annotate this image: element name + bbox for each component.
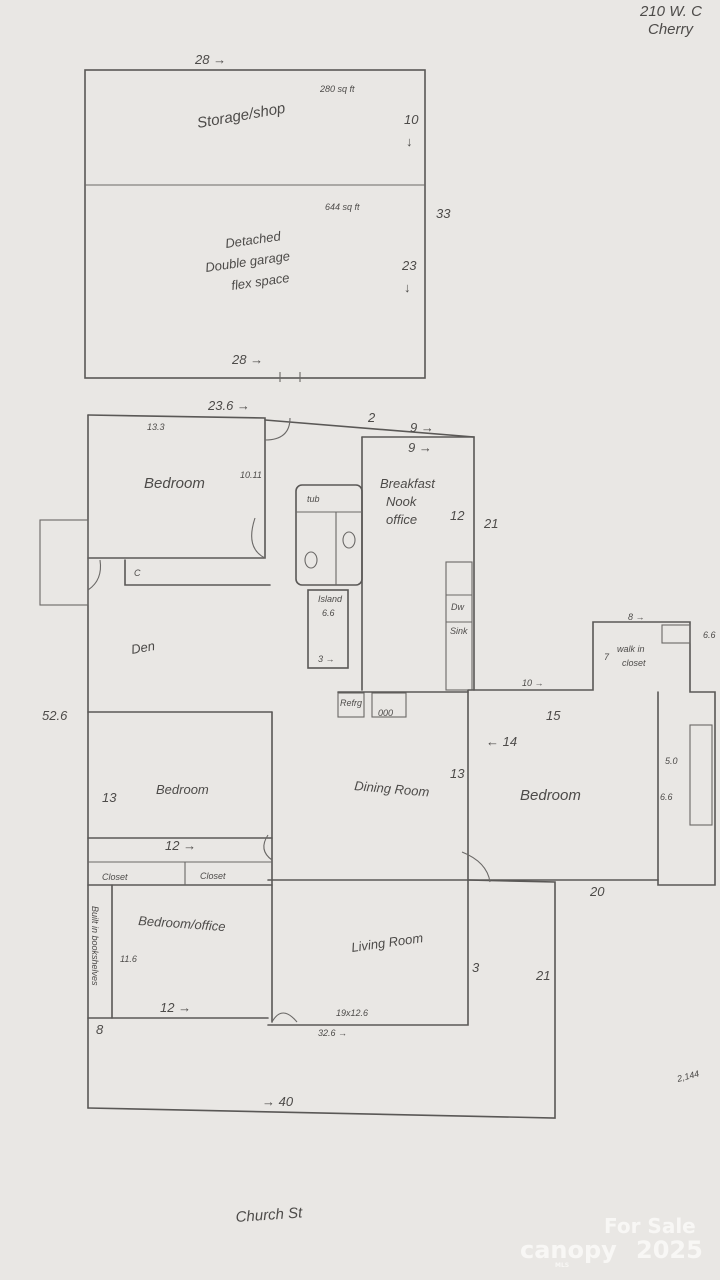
breakfast-dim-b: 9 → [408, 440, 432, 455]
watermark-year: 2025 [636, 1236, 703, 1264]
island-label: Island [318, 594, 343, 604]
bedroom1-label: Bedroom [144, 475, 205, 492]
master-width: ← 14 [486, 734, 517, 749]
porch-depth: 21 [535, 968, 550, 983]
master-dim-a: 10 → [522, 678, 544, 688]
island-length: 6.6 [322, 608, 335, 618]
island-width: 3 → [318, 654, 335, 664]
den-label: Den [130, 638, 156, 657]
master-bath-dim-b: 6.6 [660, 792, 673, 802]
master-label: Bedroom [520, 787, 581, 804]
watermark-mls: MLS [555, 1262, 569, 1269]
breakfast-dim-c: 2 [367, 410, 376, 425]
street-label: Church St [235, 1204, 304, 1226]
breakfast-dim-a: 9 → [410, 420, 434, 435]
canopy-watermark: For Sale canopy MLS 2025 [520, 1214, 703, 1269]
range-label: 000 [378, 708, 393, 718]
watermark-for-sale: For Sale [604, 1214, 696, 1238]
refrigerator-label: Refrg [340, 698, 362, 708]
dining-label: Dining Room [354, 778, 430, 800]
breakfast-dim-d: 12 [450, 508, 465, 523]
tub-label: tub [307, 494, 320, 504]
living-dim: 19x12.6 [336, 1008, 368, 1018]
breakfast-label-3: office [386, 512, 417, 527]
closet-b-label: Closet [200, 871, 226, 881]
closet-a-label: Closet [102, 872, 128, 882]
sink-label: Sink [450, 626, 468, 636]
office-label: Bedroom/office [138, 913, 226, 934]
top-width: 23.6 → [207, 398, 250, 413]
office-depth: 11.6 [120, 954, 137, 964]
arrow-down-icon: ↓ [404, 280, 411, 295]
bedroom1-depth: 10.11 [240, 470, 262, 480]
garage-sqft: 644 sq ft [325, 202, 360, 212]
walkin-label-2: closet [622, 658, 646, 668]
walkin-dim-b: 7 [604, 652, 610, 662]
walkin-label-1: walk in [617, 644, 645, 654]
master-dim-c: 20 [589, 884, 605, 899]
living-dim-b: 3 [472, 960, 480, 975]
dishwasher-label: Dw [451, 602, 464, 612]
storage-sqft: 280 sq ft [319, 84, 355, 94]
bedroom2-label: Bedroom [156, 782, 209, 797]
breakfast-label-2: Nook [386, 494, 418, 509]
address-line-1: 210 W. C [639, 3, 702, 20]
address-line-2: Cherry [648, 21, 695, 38]
breakfast-label-1: Breakfast [380, 476, 436, 491]
garage-width-bottom: 28 → [231, 352, 263, 367]
breakfast-dim-e: 21 [483, 516, 498, 531]
office-dim-e: 8 [96, 1022, 104, 1037]
porch-total: 32.6 → [318, 1028, 347, 1038]
total-depth: 33 [436, 206, 451, 221]
bedroom1-closet: C [134, 568, 141, 578]
dining-dim: 13 [450, 766, 465, 781]
walkin-dim-a: 8 → [628, 612, 645, 622]
left-depth: 52.6 [42, 708, 68, 723]
bedroom2-depth: 13 [102, 790, 117, 805]
office-width: 12 → [160, 1000, 191, 1015]
detached-garage: 28 → Storage/shop 280 sq ft 10 ↓ 644 sq … [84, 52, 451, 382]
master-bath-dim-a: 5.0 [665, 756, 678, 766]
watermark-brand: canopy [520, 1236, 617, 1264]
arrow-down-icon: ↓ [406, 134, 413, 149]
master-dim-b: 15 [546, 708, 561, 723]
bookshelves-label: Built in bookshelves [90, 906, 100, 986]
bedroom2-width: 12 → [165, 838, 196, 853]
storage-depth: 10 [404, 112, 419, 127]
garage-depth: 23 [401, 258, 417, 273]
garage-width-top: 28 → [194, 52, 226, 67]
house-walls [39, 414, 716, 1119]
walkin-dim-c: 6.6 [703, 630, 716, 640]
bedroom1-width: 13.3 [147, 422, 165, 432]
bottom-width: → 40 [262, 1094, 294, 1109]
